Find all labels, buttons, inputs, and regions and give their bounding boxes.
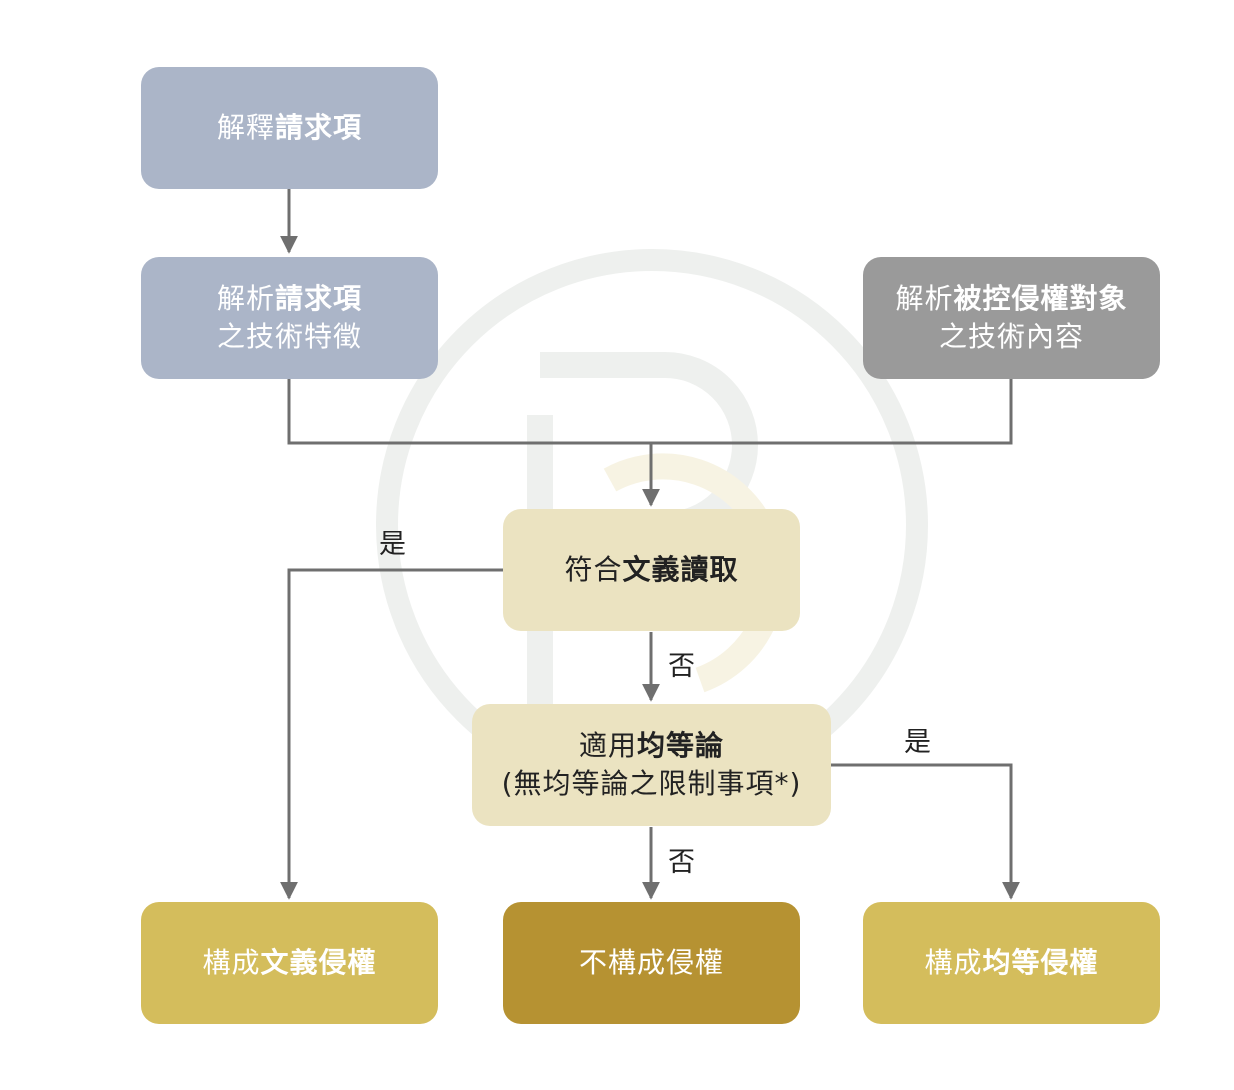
node-equivalent-infringement-bold: 均等侵權 — [982, 946, 1099, 979]
node-literal-reading: 符合文義讀取 — [503, 509, 800, 631]
node-literal-reading-bold: 文義讀取 — [622, 553, 739, 586]
node-no-infringement: 不構成侵權 — [503, 902, 800, 1024]
node-doe-line1-bold: 均等論 — [637, 729, 725, 762]
node-doctrine-of-equivalents: 適用均等論 (無均等論之限制事項*) — [472, 704, 831, 826]
node-analyze-claims-line1-bold: 請求項 — [275, 282, 363, 315]
label-literal-yes: 是 — [379, 529, 406, 560]
node-analyze-accused-line1-pre: 解析 — [895, 282, 954, 315]
node-doe-line1-pre: 適用 — [578, 729, 637, 762]
node-interpret-claims-bold: 請求項 — [275, 111, 363, 144]
node-literal-infringement-bold: 文義侵權 — [260, 946, 377, 979]
node-analyze-accused: 解析被控侵權對象 之技術內容 — [863, 257, 1160, 379]
node-analyze-accused-line2: 之技術內容 — [938, 320, 1084, 353]
node-interpret-claims: 解釋請求項 — [141, 67, 438, 189]
node-equivalent-infringement-pre: 構成 — [924, 946, 983, 979]
node-interpret-claims-text: 解釋 — [216, 111, 275, 144]
node-doe-line2: (無均等論之限制事項*) — [501, 767, 802, 800]
connectors — [280, 189, 1020, 900]
label-literal-no: 否 — [668, 651, 695, 682]
node-analyze-claims-line1-pre: 解析 — [216, 282, 275, 315]
edge-equivalents-yes — [830, 763, 1020, 900]
node-analyze-accused-line1-bold: 被控侵權對象 — [953, 282, 1128, 315]
node-analyze-claims: 解析請求項 之技術特徵 — [141, 257, 438, 379]
edge-literal-yes — [280, 568, 503, 900]
label-equivalents-yes: 是 — [904, 727, 931, 758]
node-literal-infringement: 構成文義侵權 — [141, 902, 438, 1024]
label-equivalents-no: 否 — [668, 847, 695, 878]
node-analyze-claims-line2: 之技術特徵 — [216, 320, 362, 353]
node-no-infringement-text: 不構成侵權 — [578, 946, 724, 979]
node-equivalent-infringement: 構成均等侵權 — [863, 902, 1160, 1024]
node-literal-infringement-pre: 構成 — [202, 946, 261, 979]
node-literal-reading-pre: 符合 — [564, 553, 623, 586]
